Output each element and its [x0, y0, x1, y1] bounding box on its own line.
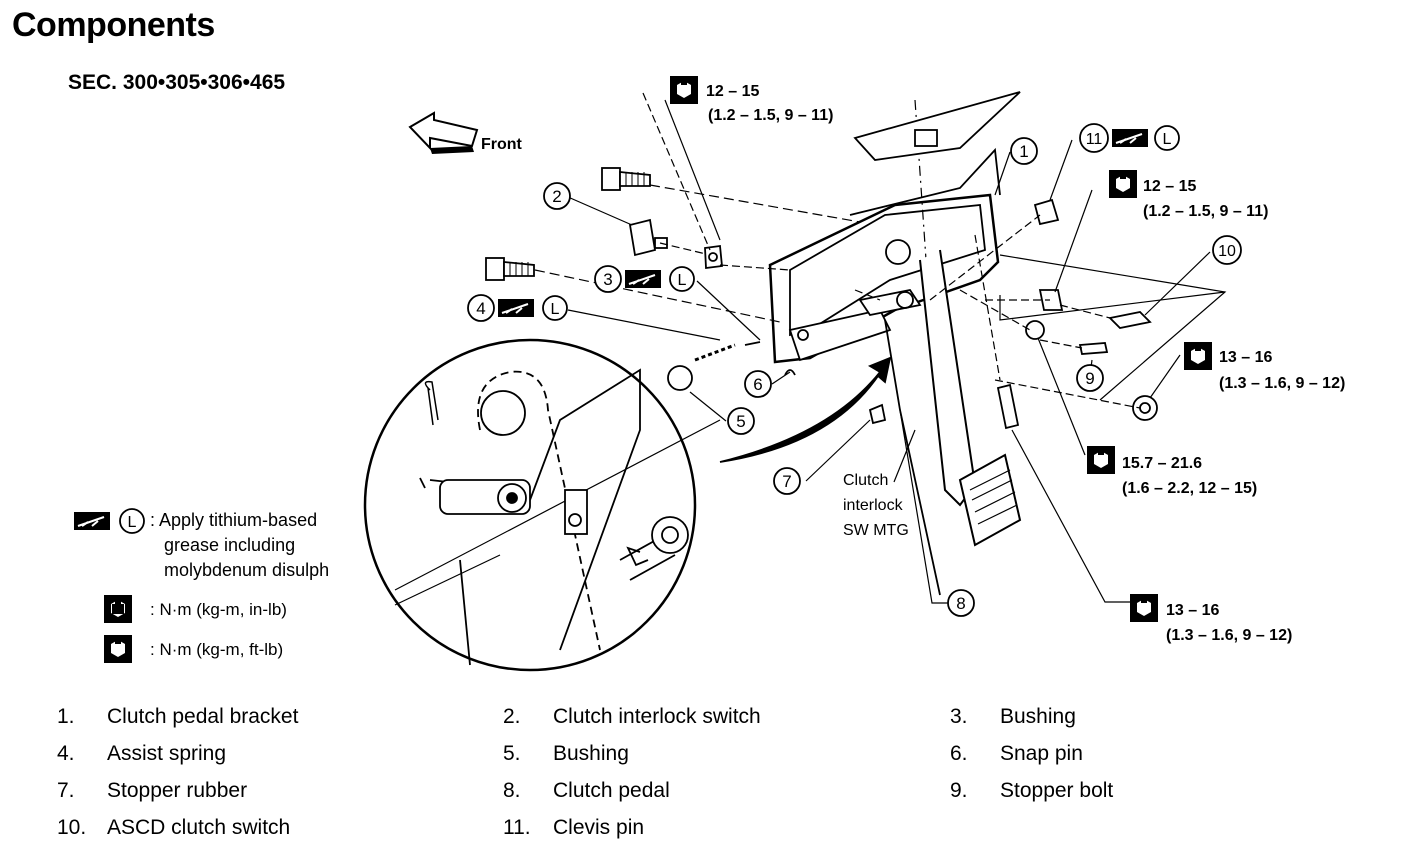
- detail-arrow: [719, 356, 892, 463]
- callout-7: 7: [773, 467, 801, 495]
- svg-text:3: 3: [603, 270, 612, 289]
- torque-spec-4: 15.7 – 21.6 (1.6 – 2.2, 12 – 15): [1086, 445, 1257, 497]
- front-label: Front: [481, 136, 523, 153]
- legend-grease-line-1: : Apply tithium-based: [150, 510, 318, 530]
- hardware: [485, 167, 1158, 430]
- torque-spec-1: 12 – 15 (1.2 – 1.5, 9 – 11): [669, 75, 833, 124]
- svg-text:interlock: interlock: [843, 497, 904, 514]
- legend-grease-line-3: molybdenum disulph: [164, 560, 330, 580]
- svg-text:4: 4: [476, 299, 485, 318]
- callout-11: 11: [1079, 123, 1109, 153]
- callout-1: 1: [1010, 137, 1038, 165]
- svg-text:(1.3 – 1.6, 9 – 12): (1.3 – 1.6, 9 – 12): [1166, 627, 1292, 644]
- svg-text:12 – 15: 12 – 15: [706, 83, 759, 100]
- legend-grease-text: : Apply tithium-based grease including m…: [150, 508, 329, 583]
- svg-text:10: 10: [1218, 243, 1236, 260]
- svg-text:15.7 – 21.6: 15.7 – 21.6: [1122, 455, 1202, 472]
- torque-spec-2: 12 – 15 (1.2 – 1.5, 9 – 11): [1108, 169, 1268, 220]
- front-arrow: Front: [408, 111, 523, 154]
- svg-text:L: L: [1163, 131, 1172, 148]
- legend-torque-in-lb: : N·m (kg-m, in-lb): [150, 600, 287, 619]
- legend-torque-in-lb-icon: [103, 594, 133, 624]
- callout-8: 8: [947, 589, 975, 617]
- svg-text:(1.3 – 1.6, 9 – 12): (1.3 – 1.6, 9 – 12): [1219, 375, 1345, 392]
- grease-symbol-4: L: [497, 295, 568, 321]
- svg-text:(1.2 – 1.5, 9 – 11): (1.2 – 1.5, 9 – 11): [1143, 203, 1268, 220]
- svg-text:12 – 15: 12 – 15: [1143, 178, 1196, 195]
- svg-text:9: 9: [1085, 369, 1094, 388]
- section-code: SEC. 300•305•306•465: [68, 71, 286, 94]
- torque-spec-5: 13 – 16 (1.3 – 1.6, 9 – 12): [1129, 593, 1292, 644]
- svg-text:Clutch: Clutch: [843, 472, 888, 489]
- callout-5: 5: [727, 407, 755, 435]
- legend-grease-line-2: grease including: [164, 535, 296, 555]
- clutch-pedal: [884, 249, 1022, 596]
- page-title: Components: [12, 6, 215, 44]
- svg-text:L: L: [678, 272, 687, 289]
- callout-4: 4: [467, 294, 495, 322]
- detail-circle: [363, 338, 721, 672]
- legend-grease-icon: L: [73, 508, 145, 534]
- svg-text:2: 2: [552, 187, 561, 206]
- svg-text:13 – 16: 13 – 16: [1166, 602, 1219, 619]
- svg-text:1: 1: [1019, 142, 1028, 161]
- callout-6: 6: [744, 370, 772, 398]
- legend-torque-ft-lb: : N·m (kg-m, ft-lb): [150, 640, 284, 659]
- grease-symbol-3: L: [624, 266, 695, 292]
- svg-text:(1.2 – 1.5, 9 – 11): (1.2 – 1.5, 9 – 11): [708, 107, 833, 124]
- svg-text:L: L: [128, 514, 137, 531]
- svg-text:SW MTG: SW MTG: [843, 522, 909, 539]
- svg-text:7: 7: [782, 472, 791, 491]
- legend-torque-ft-lb-icon: [103, 634, 133, 664]
- svg-text:11: 11: [1086, 131, 1103, 148]
- callout-2: 2: [543, 182, 571, 210]
- grease-symbol-11: L: [1111, 125, 1180, 151]
- callout-9: 9: [1076, 364, 1104, 392]
- clutch-pedal-diagram: Front: [73, 75, 1345, 672]
- pedal-bracket: [768, 91, 1021, 391]
- svg-text:8: 8: [956, 594, 965, 613]
- callout-3: 3: [594, 265, 622, 293]
- leader-lines: [534, 92, 1227, 604]
- svg-text:(1.6 – 2.2, 12 – 15): (1.6 – 2.2, 12 – 15): [1122, 480, 1257, 497]
- svg-text:L: L: [551, 301, 560, 318]
- clutch-interlock-label: Clutch interlock SW MTG: [843, 472, 909, 539]
- torque-spec-3: 13 – 16 (1.3 – 1.6, 9 – 12): [1183, 341, 1345, 392]
- svg-text:6: 6: [753, 375, 762, 394]
- svg-text:13 – 16: 13 – 16: [1219, 349, 1272, 366]
- callout-10: 10: [1212, 235, 1242, 265]
- svg-text:5: 5: [736, 412, 745, 431]
